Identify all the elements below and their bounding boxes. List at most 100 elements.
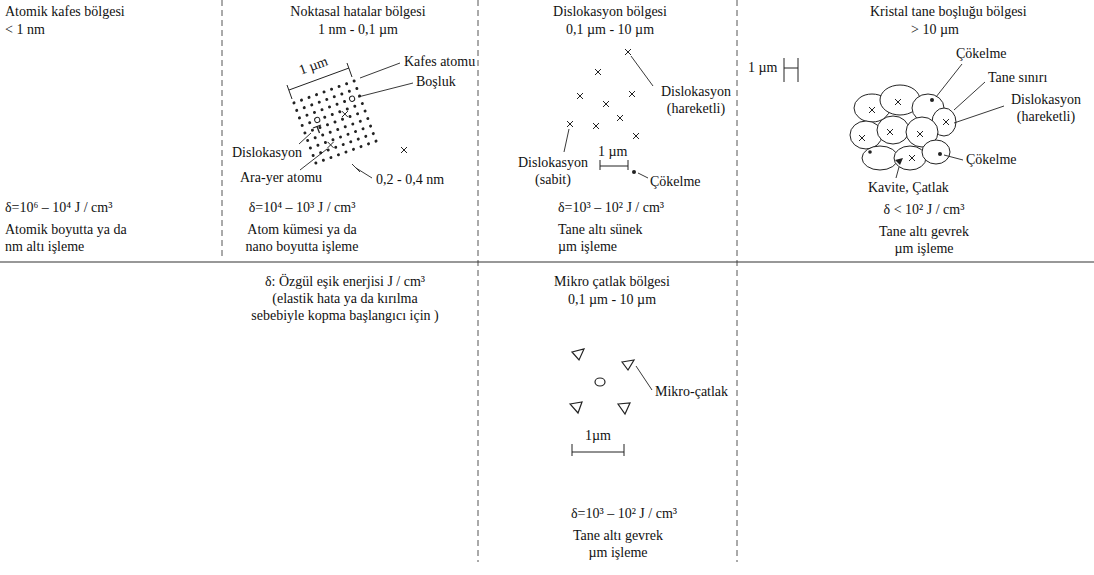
leader-line [638,173,648,178]
vacancy-circle [314,117,321,124]
lattice-atom [314,161,318,165]
dimension-line [287,85,292,99]
threshold-energy: δ < 10² J / cm³ [884,202,965,219]
size-range: < 1 nm [5,22,45,39]
leader-line [954,82,985,110]
lattice-atom [303,131,307,135]
lattice-atom [325,98,329,102]
lattice-atom [374,139,378,143]
lattice-atom [333,120,337,124]
lattice-atom [353,104,357,108]
lattice-atom [313,136,317,140]
precipitate-dot [868,98,942,156]
lattice-atom [330,113,334,117]
part-label: Kafes atomu [404,54,475,71]
dislocation-cross [401,147,407,153]
lattice-atom [340,92,344,96]
leader-line [358,83,413,97]
grain-outline [850,121,882,149]
dislocation-cross [917,131,923,137]
cavity-mark [895,158,903,165]
grain-outline [894,146,926,170]
lattice-atom [300,98,304,102]
processing-type: Tane altı gevrek µm işleme [572,528,664,562]
lattice-atom [329,156,333,160]
lattice-atom [331,138,335,142]
dislocation-cross [328,49,949,161]
dislocation-cross [859,135,865,141]
processing-type: Atomik boyutta ya da nm altı işleme [5,222,129,256]
dislocation-cross [633,133,639,139]
leader-line [896,167,899,178]
lattice-atom [335,102,339,106]
leader-line [352,164,360,172]
lattice-atom [311,128,315,132]
part-label: Dislokasyon (hareketli) [1010,92,1082,126]
part-label: 1 µm [748,60,777,77]
part-label: 1 µm [598,144,627,161]
part-label: δ: Özgül eşik enerjisi J / cm³ (elastik … [250,274,440,324]
part-label: Dislokasyon (sabit) [517,155,589,189]
lattice-atom [323,115,327,119]
part-label: Mikro-çatlak [655,384,728,401]
lattice-atom [328,105,332,109]
part-label: Dislokasyon (hareketli) [660,84,732,118]
lattice-atom [317,100,321,104]
leader-line [299,133,311,144]
dislocation-cross [943,119,949,125]
dislocation-cross [869,107,875,113]
lattice-atom [307,95,311,99]
processing-type: Tane altı gevrek µm işleme [878,224,970,258]
lattice-atom [330,87,334,91]
lattice-atom [371,132,375,136]
lattice-atom [366,117,370,121]
lattice-atom [305,113,309,117]
lattice-atom [310,103,314,107]
lattice-atom [300,124,304,128]
region-heading: Kristal tane boşluğu bölgesi [870,4,1027,21]
lattice-atom [295,108,299,112]
size-range: 0,1 µm - 10 µm [566,22,654,39]
dimension-bracket [628,160,629,170]
lattice-atom [349,140,353,144]
region-heading: Atomik kafes bölgesi [5,4,125,21]
lattice-atom [324,141,328,145]
lattice-atom [337,85,341,89]
part-label: Tane sınırı [988,70,1047,87]
region-heading: Mikro çatlak bölgesi [554,274,670,291]
grain-outline [877,116,909,144]
region-band: Dislokasyon bölgesi0,1 µm - 10 µmδ=10³ –… [478,0,737,262]
part-label: Çökelme [650,174,701,191]
lattice-atom [360,102,364,106]
part-label: Boşluk [416,74,456,91]
precipitate-dot [938,152,942,156]
lattice-atom [308,146,312,150]
lattice-atom [352,147,356,151]
leader-line [944,155,963,160]
lattice-atom [345,82,349,86]
lattice-atom [321,158,325,162]
vacancy-circle [349,95,356,102]
microcrack-shape [572,349,584,360]
microcrack-shape [622,360,634,370]
dislocation-cross [593,123,599,129]
lattice-atom [338,110,342,114]
dimension-bracket [784,58,785,82]
dislocation-cross [617,115,623,121]
lattice-atom [334,145,338,149]
region-band: Kristal tane boşluğu bölgesi> 10 µmδ < 1… [737,0,1094,262]
dislocation-cross [328,142,334,148]
grain-outline [862,146,898,170]
threshold-energy: δ=10⁴ – 10³ J / cm³ [249,200,356,217]
lattice-atom [306,139,310,143]
region-divider [478,0,479,562]
lattice-atom [355,87,359,91]
part-label: 1µm [585,428,611,445]
region-divider [737,0,738,562]
processing-type: Tane altı sünek µm işleme [558,222,645,256]
lattice-atom [321,133,325,137]
microcrack-shape [570,349,634,414]
leader-line [564,129,569,152]
